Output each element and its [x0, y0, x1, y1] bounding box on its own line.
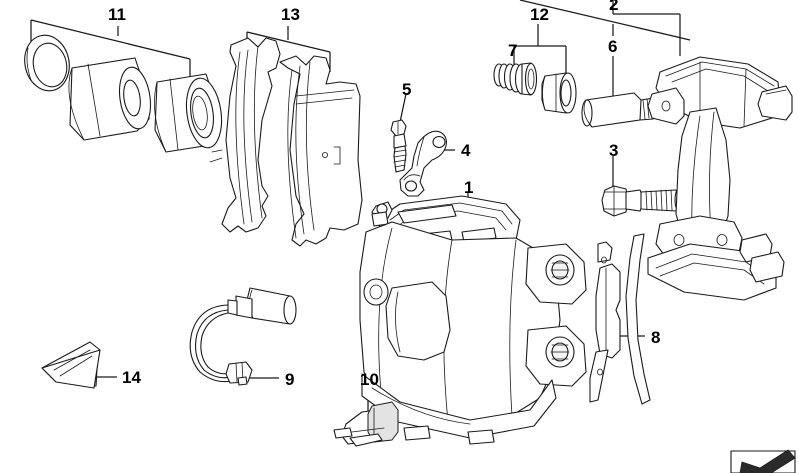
part-piston-and-seal-set	[24, 34, 223, 153]
part-brake-pad-set	[209, 37, 363, 247]
part-brake-pad-wear-sensor	[189, 287, 297, 386]
callout-label-1: 1	[464, 178, 474, 197]
callout-label-8: 8	[651, 328, 661, 347]
part-lubricant-sachet	[41, 341, 101, 389]
callout-label-5: 5	[402, 80, 412, 99]
callout-label-10: 10	[360, 370, 379, 389]
callout-label-7: 7	[508, 41, 518, 60]
part-cable-retaining-clip	[333, 401, 399, 447]
corner-mark	[730, 449, 796, 473]
callout-label-13: 13	[281, 5, 300, 24]
part-guide-bush	[541, 72, 577, 114]
callout-label-6: 6	[608, 37, 618, 56]
part-pad-retaining-spring	[589, 233, 651, 405]
part-brake-caliper-housing	[359, 195, 587, 445]
callout-label-9: 9	[285, 370, 295, 389]
callout-label-12: 12	[530, 5, 549, 24]
part-hex-bolt	[601, 185, 682, 217]
part-protection-cap-bellows	[493, 62, 538, 96]
callout-label-2: 2	[609, 0, 619, 14]
callout-label-3: 3	[609, 141, 619, 160]
callout-label-11: 11	[108, 5, 126, 24]
part-bleeder-valve	[390, 119, 407, 173]
part-retaining-bracket	[399, 130, 447, 197]
callout-label-14: 14	[122, 368, 141, 387]
part-caliper-carrier-bracket	[647, 56, 793, 301]
callout-label-4: 4	[461, 141, 471, 160]
